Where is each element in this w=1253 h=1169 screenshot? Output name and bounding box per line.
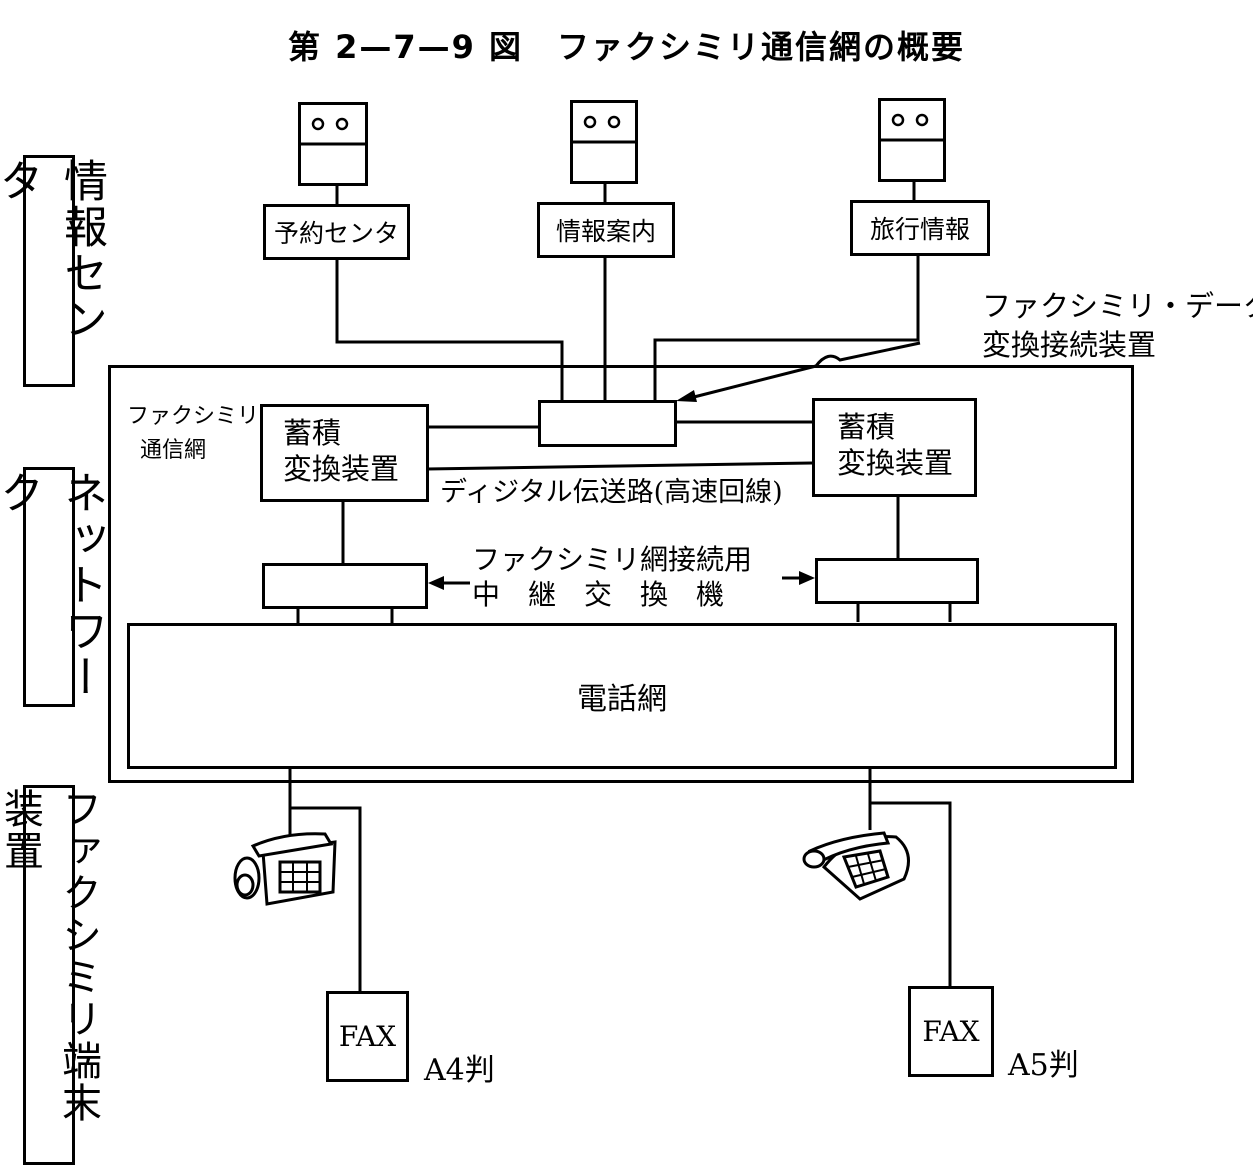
- relay-switch-left: [262, 563, 428, 609]
- computer-icon: [298, 102, 368, 186]
- relay-label-line2: 中 継 交 換 機: [472, 573, 724, 613]
- storage-converter-left: 蓄積 変換装置: [260, 404, 429, 502]
- relay-label-line1: ファクシミリ網接続用: [472, 538, 752, 578]
- telephone-icon: [225, 830, 345, 918]
- telephone-icon: [800, 825, 918, 905]
- network-label-line2: 通信網: [140, 432, 206, 464]
- fax-terminal-left: FAX: [326, 991, 409, 1082]
- storage-left-line2: 変換装置: [283, 451, 426, 487]
- network-label-line1: ファクシミリ: [127, 398, 259, 430]
- storage-left-line1: 蓄積: [283, 415, 426, 451]
- computer-icon: [570, 100, 638, 184]
- computer-icon: [878, 98, 946, 182]
- digital-line-label: ディジタル伝送路(高速回線): [440, 470, 783, 509]
- relay-switch-right: [815, 558, 979, 604]
- center-information: 情報案内: [537, 202, 675, 258]
- center-travel: 旅行情報: [850, 200, 990, 256]
- center-reservation: 予約センタ: [263, 204, 410, 260]
- fax-right-size: A5判: [1008, 1040, 1079, 1084]
- fax-terminal-right: FAX: [908, 986, 994, 1077]
- section-network: ネットワーク: [23, 467, 75, 707]
- phone-network: 電話網: [127, 623, 1117, 769]
- storage-right-line2: 変換装置: [837, 445, 974, 481]
- fax-left-size: A4判: [424, 1045, 495, 1089]
- storage-converter-right: 蓄積 変換装置: [812, 398, 977, 497]
- storage-right-line1: 蓄積: [837, 409, 974, 445]
- converter-label-line2: 変換接続装置: [982, 322, 1156, 364]
- converter-label-line1: ファクシミリ・データ: [982, 283, 1253, 325]
- section-info-center: 情報センタ: [23, 155, 75, 387]
- section-terminal: ファクシミリ端末装置: [23, 785, 75, 1165]
- converter-device: [538, 400, 677, 447]
